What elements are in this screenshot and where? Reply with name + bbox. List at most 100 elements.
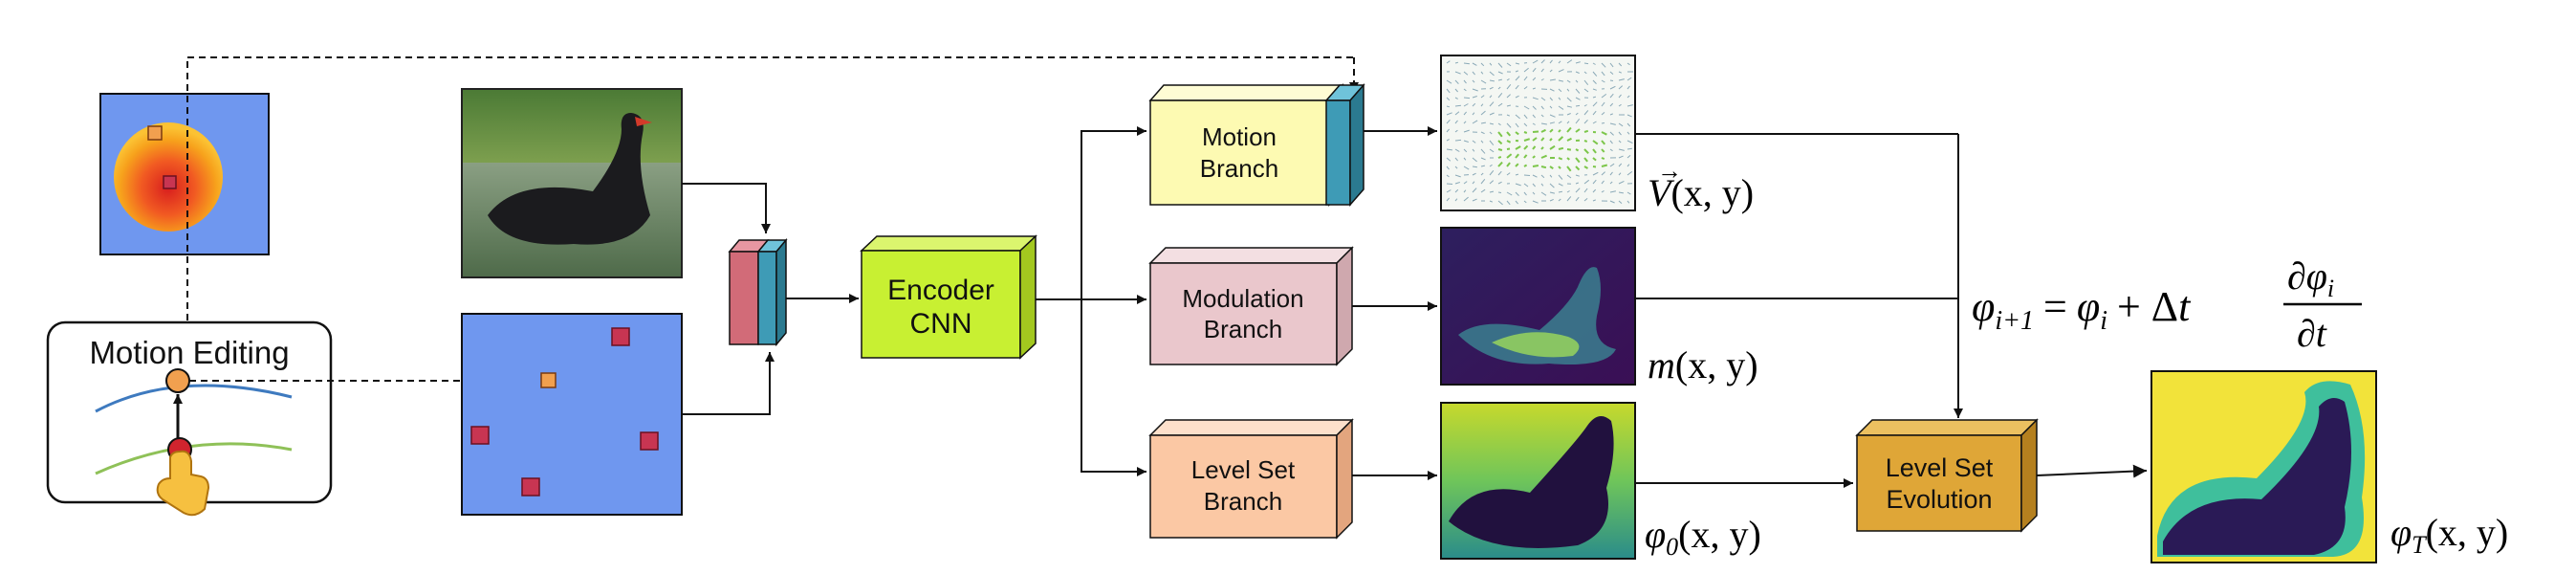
flow-vector — [1575, 97, 1581, 100]
flow-vector — [1489, 122, 1495, 125]
flow-vector — [1609, 85, 1616, 90]
flow-vector — [1506, 172, 1511, 176]
original-curve-green — [95, 442, 293, 475]
flow-vector — [1523, 200, 1527, 204]
flow-vector — [1480, 148, 1486, 154]
flow-vector — [1549, 198, 1554, 202]
flow-vector — [1489, 86, 1494, 90]
flow-vector — [1618, 180, 1625, 185]
flow-vector — [1515, 173, 1519, 176]
flow-vector — [1515, 95, 1519, 99]
flow-vector — [1549, 114, 1556, 118]
flow-vector — [1566, 148, 1572, 151]
flow-vector — [1506, 131, 1512, 137]
flow-vector — [1532, 59, 1539, 64]
heatmap-red-marker — [163, 175, 177, 189]
target-point-orange — [165, 368, 190, 393]
flow-vector — [1472, 140, 1476, 144]
flow-vector — [1446, 97, 1451, 101]
flow-vector — [1454, 79, 1459, 84]
flow-vector — [1489, 71, 1495, 77]
flow-vector — [1489, 112, 1495, 116]
flow-vector — [1472, 166, 1477, 168]
flow-vectors — [1446, 59, 1633, 206]
heatmap-orange-marker — [147, 125, 163, 141]
flow-vector — [1446, 119, 1451, 124]
modulation-front-face — [1149, 262, 1338, 365]
flow-vector — [1523, 86, 1528, 90]
levelset-branch-block: Level Set Branch — [1148, 418, 1354, 540]
flow-vector — [1575, 61, 1581, 64]
flow-vector — [1575, 182, 1579, 185]
flow-vector — [1575, 174, 1580, 177]
flow-vector — [1515, 183, 1521, 187]
flow-vector — [1549, 144, 1556, 150]
flow-vector — [1575, 148, 1580, 152]
modulation-args: (x, y) — [1675, 343, 1758, 386]
flow-vector — [1592, 62, 1596, 65]
flow-vector — [1583, 79, 1589, 86]
flow-vector — [1506, 200, 1511, 206]
flow-vector — [1515, 153, 1519, 159]
flow-vector — [1618, 155, 1624, 159]
flow-vector — [1540, 128, 1546, 133]
flow-vector — [1506, 140, 1512, 144]
flow-vector — [1601, 101, 1605, 107]
flow-vector — [1549, 105, 1553, 109]
flow-vector — [1472, 172, 1476, 176]
flow-vector — [1592, 101, 1598, 107]
flow-vector — [1583, 148, 1589, 154]
phi0-letter: φ — [1645, 513, 1666, 556]
flow-vector — [1575, 196, 1580, 202]
update-equation: φi+1=φi+ Δt ∂φi ∂t — [1972, 254, 2362, 355]
evolution-input-lines — [1635, 133, 1963, 488]
flow-vector — [1463, 157, 1467, 161]
phiT-swan-shape — [2163, 398, 2351, 555]
flow-vector — [1626, 85, 1630, 90]
flow-vector — [1626, 191, 1631, 195]
flow-vector — [1489, 169, 1495, 176]
flow-vector — [1506, 122, 1512, 128]
flow-vector — [1540, 114, 1544, 118]
flow-vector — [1523, 144, 1529, 150]
flow-vector — [1489, 79, 1495, 82]
flow-vector — [1472, 188, 1477, 193]
eq-lhs: φ — [1972, 283, 1995, 330]
flow-vector — [1626, 164, 1630, 167]
flow-vector — [1626, 114, 1632, 118]
flow-vector — [1583, 140, 1588, 143]
flow-vector — [1497, 122, 1501, 126]
equation-main: φi+1=φi+ Δt — [1972, 283, 2192, 336]
phi0-label: φ0(x, y) — [1645, 513, 1761, 561]
flow-vector — [1601, 122, 1605, 124]
flow-vector — [1558, 198, 1561, 202]
flow-vector — [1472, 148, 1475, 152]
flow-vector — [1549, 138, 1553, 142]
flow-vector — [1489, 148, 1495, 153]
flow-vector — [1618, 163, 1623, 167]
flow-vector — [1480, 157, 1486, 161]
flow-vector — [1446, 139, 1450, 142]
concat-red-front — [729, 251, 759, 345]
flow-vector — [1540, 166, 1547, 169]
flow-vector — [1626, 155, 1631, 159]
flow-vector — [1463, 79, 1467, 84]
eq-num-phi: φ — [2306, 254, 2327, 298]
flow-vector — [1558, 121, 1562, 124]
flow-vector — [1558, 60, 1561, 64]
flow-vector — [1618, 148, 1625, 151]
flow-vector — [1566, 190, 1570, 193]
flow-vector — [1583, 62, 1589, 65]
flow-vector — [1523, 174, 1531, 176]
eq-num-sub: i — [2327, 275, 2334, 302]
flow-vector — [1497, 62, 1503, 68]
flow-vector — [1566, 157, 1570, 161]
flow-vector — [1558, 174, 1563, 180]
levelset-front-face — [1149, 434, 1338, 539]
modulation-label-line1: Modulation — [1182, 284, 1303, 313]
equation-denominator: ∂t — [2297, 312, 2327, 355]
flow-vector — [1523, 122, 1528, 127]
flow-vector — [1480, 172, 1484, 176]
flow-vector — [1489, 62, 1493, 66]
flow-vector — [1618, 103, 1622, 107]
